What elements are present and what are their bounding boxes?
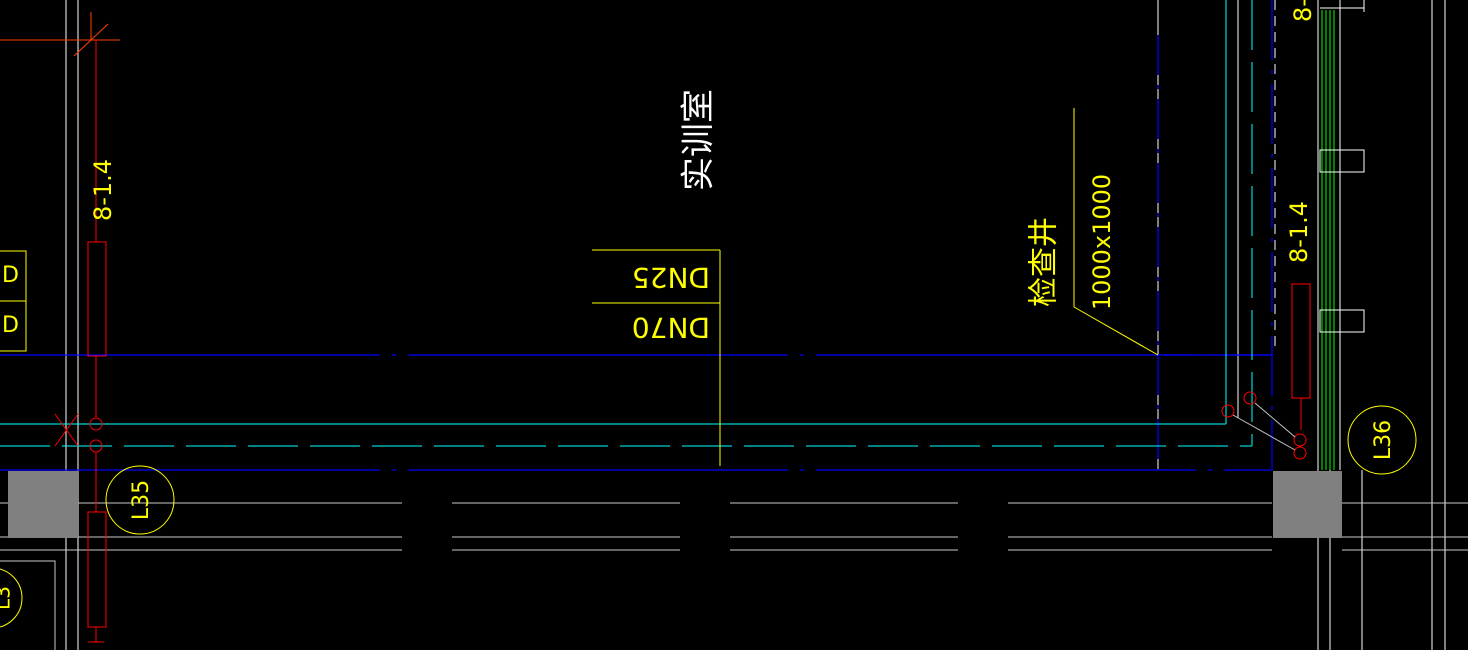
window-frames-right — [1319, 149, 1365, 333]
column-right — [1273, 471, 1342, 538]
pipe-label-dn25: DN25 — [632, 261, 710, 294]
manhole-leader — [1073, 108, 1159, 356]
dimension-lines — [0, 502, 1468, 650]
fixture-right — [1221, 283, 1311, 460]
partial-left-label-1: D — [2, 263, 19, 288]
grid-label-l35: L35 — [129, 480, 154, 520]
orange-lines — [0, 12, 120, 57]
spec-label-left: 8-1.4 — [89, 159, 117, 221]
grid-label-partial-bottom-left: L3 — [0, 586, 15, 610]
green-wall-lines — [1321, 10, 1340, 470]
fixture-left — [54, 40, 107, 643]
manhole-size-label: 1000x1000 — [1088, 174, 1116, 310]
pipe-label-dn70: DN70 — [632, 311, 710, 344]
pipe-label-leader — [592, 249, 721, 466]
grid-bubble-l36 — [1347, 405, 1417, 475]
wall-lines — [65, 0, 1446, 650]
grid-label-l36: L36 — [1371, 420, 1396, 460]
axis-lines — [0, 0, 1273, 471]
grid-bubble-l35 — [105, 465, 175, 535]
room-name-label: 实训室 — [679, 89, 719, 191]
partial-left-label-2: D — [2, 313, 19, 338]
partial-left-boxes — [0, 250, 27, 352]
manhole-name-label: 检查井 — [1027, 217, 1062, 307]
grid-bubble-partial-bottom-left — [0, 568, 23, 628]
fixture-right-links — [1232, 402, 1296, 451]
spec-label-top-right: 8- — [1289, 0, 1317, 22]
column-left — [8, 471, 78, 538]
spec-label-right: 8-1.4 — [1285, 201, 1313, 263]
pipe-lines — [0, 0, 1253, 447]
